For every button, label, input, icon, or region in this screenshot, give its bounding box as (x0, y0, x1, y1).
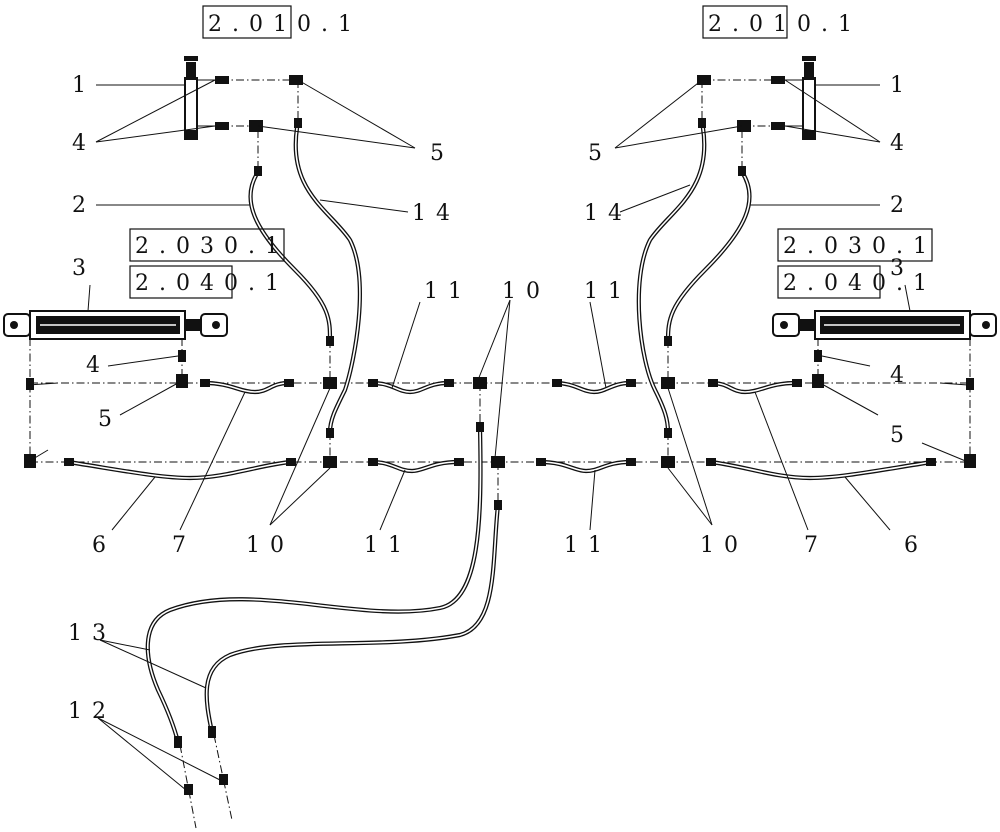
label-10-center: 10 (502, 279, 550, 304)
hoses (65, 119, 935, 745)
label-11-top-right: 11 (584, 279, 632, 304)
label-1-right: 1 (890, 73, 914, 98)
leader-lines (27, 79, 969, 791)
label-5-mid-right: 5 (890, 423, 914, 448)
label-2-left: 2 (72, 193, 96, 218)
label-6-right: 6 (904, 533, 928, 558)
label-10-left: 10 (246, 533, 294, 558)
label-3-right: 3 (890, 256, 914, 281)
label-11-bottom-right: 11 (564, 533, 612, 558)
label-4-mid-right: 4 (890, 363, 914, 388)
ref-box-mid-right-a: 2.030.1 (783, 234, 937, 259)
label-13: 13 (68, 621, 116, 646)
label-10-right: 10 (700, 533, 748, 558)
label-14-left: 14 (412, 201, 460, 226)
label-6-left: 6 (92, 533, 116, 558)
label-1-left: 1 (72, 73, 96, 98)
label-5-mid-left: 5 (98, 407, 122, 432)
hose-2-right (665, 169, 752, 343)
hose-6-right (707, 459, 935, 481)
hose-11-bottom-left (369, 459, 461, 474)
fittings (24, 75, 976, 795)
hose-14-right (636, 119, 707, 435)
ref-box-mid-right-b: 2.040.1 (783, 271, 937, 296)
hose-13-b (204, 502, 501, 735)
hose-11-top-right (552, 380, 633, 395)
label-2-right: 2 (890, 193, 914, 218)
reference-boxes: 2.010.1 2.010.1 2.030.1 2.040.1 2.030.1 … (129, 5, 937, 299)
label-4-mid-left: 4 (86, 353, 110, 378)
ref-box-top-right: 2.010.1 (708, 12, 862, 37)
label-5-top-right: 5 (588, 141, 612, 166)
label-4-top-right: 4 (890, 131, 914, 156)
label-3-left: 3 (72, 256, 96, 281)
hose-14-left (293, 119, 362, 435)
hose-2-left (248, 169, 333, 343)
label-5-top-left: 5 (430, 141, 454, 166)
valve-left (184, 56, 215, 140)
cylinder-left (3, 310, 228, 340)
label-14-right: 14 (584, 201, 632, 226)
valve-right (785, 56, 816, 140)
label-12: 12 (68, 699, 116, 724)
label-7-left: 7 (172, 533, 196, 558)
hose-11-bottom-right (537, 459, 633, 474)
ref-box-top-left: 2.010.1 (208, 12, 362, 37)
hose-13-a (145, 425, 483, 745)
label-4-top-left: 4 (72, 131, 96, 156)
hose-11-top-left (369, 380, 451, 395)
callout-labels: 1 4 2 3 4 5 5 14 6 7 10 11 10 11 11 11 1… (68, 73, 928, 724)
ref-box-mid-left-a: 2.030.1 (135, 234, 289, 259)
hose-7-left (202, 380, 291, 395)
cylinder-right (772, 310, 997, 340)
label-11-top-left: 11 (424, 279, 472, 304)
label-11-bottom-left: 11 (364, 533, 412, 558)
hose-7-right (709, 380, 798, 395)
label-7-right: 7 (804, 533, 828, 558)
hose-6-left (65, 459, 293, 481)
ref-box-mid-left-b: 2.040.1 (135, 271, 289, 296)
